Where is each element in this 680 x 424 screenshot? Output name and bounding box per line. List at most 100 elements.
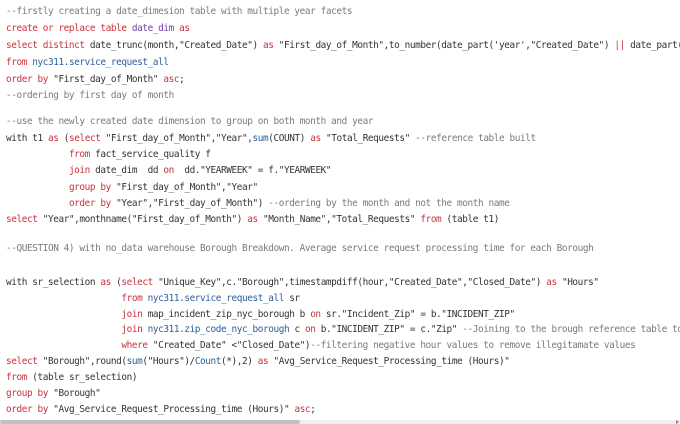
code-text: (table t1) [441,214,500,225]
code-text: dd."YEARWEEK" = f."YEARWEEK" [173,165,332,176]
sql-keyword: as [546,277,557,288]
code-text: "First_day_of_Month","Year", [100,133,253,144]
sql-keyword: as [47,133,59,144]
code-line: with t1 as (select "First_day_of_Month",… [6,133,536,145]
sql-keyword: join [121,324,143,335]
sql-keyword: asc [294,404,311,415]
code-text: ( [58,133,70,144]
code-text [6,149,69,160]
code-text: "Avg_Service_Request_Processing_time (Ho… [268,356,510,367]
sql-keyword: from [68,149,90,160]
code-line: group by "Borough" [6,388,101,400]
sql-keyword: on [310,309,321,320]
code-line: from nyc311.service_request_all sr [6,293,300,305]
code-line: select "Borough",round(sum("Hours")/Coun… [6,356,510,368]
code-line: select distinct date_trunc(month,"Create… [6,40,680,52]
sql-keyword: join [68,165,90,176]
code-text: (*),2) [221,356,258,367]
code-line: select "Year",monthname("First_day_of_Mo… [6,214,499,226]
code-line: with sr_selection as (select "Unique_Key… [6,277,599,289]
identifier: nyc311.service_request_all [32,57,169,68]
sql-keyword: as [173,23,190,34]
code-text: c [289,324,305,335]
sql-keyword: join [121,309,143,320]
code-text: "Year","First_day_of_Month") [110,198,269,209]
code-text: "Avg_Service_Request_Processing_time (Ho… [47,404,295,415]
sql-keyword: select [6,356,38,367]
code-text: "Unique_Key",c."Borough",timestampdiff(h… [152,277,547,288]
code-line: group by "First_day_of_Month","Year" [6,182,258,194]
scrollbar-thumb[interactable] [0,420,300,424]
code-line: create or replace table date_dim as [6,23,190,35]
sql-keyword: group by [6,388,48,399]
code-text [6,324,121,335]
scroll-right-arrow-icon[interactable] [676,420,679,424]
code-line: order by "Avg_Service_Request_Processing… [6,404,316,416]
code-text: "Total_Requests" [320,133,416,144]
identifier: nyc311.service_request_all [147,293,285,304]
code-comment: --QUESTION 4) with no_data warehouse Bor… [6,243,594,254]
code-comment-line: --firstly creating a date_dimesion table… [6,6,353,18]
code-text: map_incident_zip_nyc_borough b [142,309,311,320]
code-text [6,340,121,351]
code-text: date_trunc(month,"Created_Date") [89,40,263,51]
sql-keyword: select [121,277,153,288]
sql-keyword: order by [6,404,48,415]
identifier: Count [194,356,222,367]
sql-keyword: where [121,340,148,351]
code-text: ( [110,277,122,288]
code-text: (table sr_selection) [26,372,138,383]
code-text: b."INCIDENT_ZIP" = c."Zip" [315,324,463,335]
sql-keyword: as [247,214,258,225]
code-line: join date_dim dd on dd."YEARWEEK" = f."Y… [6,165,332,177]
sql-keyword: create or replace table [6,23,132,34]
code-comment: --ordering by the month and not the mont… [268,198,510,209]
sql-keyword: from [420,214,442,225]
code-comment: --reference table built [415,133,536,144]
code-text: "Borough",round( [37,356,127,367]
table-name: date_dim [131,23,174,34]
code-text: "First_day_of_Month",to_number(date_part… [273,40,615,51]
code-text [6,182,69,193]
code-text: fact_service_quality f [89,149,211,160]
code-line: join map_incident_zip_nyc_borough b on s… [6,309,515,321]
sql-keyword: || [614,40,625,51]
code-text: date_dim dd [89,165,164,176]
code-line: from (table sr_selection) [6,372,138,384]
code-text: sr [283,293,300,304]
identifier: sum [126,356,143,367]
code-line: join nyc311.zip_code_nyc_borough c on b.… [6,324,680,336]
code-text [6,198,69,209]
code-comment-line: --ordering by first day of month [6,90,174,102]
code-comment: --Joining to the brough reference table … [462,324,680,335]
sql-keyword: order by [68,198,111,209]
sql-keyword: as [257,356,269,367]
code-comment: --filtering negative hour values to remo… [310,340,636,351]
sql-keyword: asc [163,74,180,85]
code-text: (COUNT) [268,133,311,144]
sql-keyword: as [310,133,321,144]
sql-keyword: from [6,372,27,383]
sql-keyword: on [304,324,316,335]
code-text [6,165,69,176]
code-line: order by "First_day_of_Month" asc; [6,74,185,86]
code-text: "First_day_of_Month" [53,74,164,85]
code-line: where "Created_Date" <"Closed_Date")--fi… [6,340,635,352]
code-line: from fact_service_quality f [6,149,211,161]
code-text [6,293,121,304]
code-comment-line: --use the newly created date dimension t… [6,116,374,128]
horizontal-scrollbar[interactable] [0,420,680,424]
identifier: nyc311.zip_code_nyc_borough [147,324,290,335]
sql-keyword: as [262,40,274,51]
sql-keyword: order by [6,74,54,85]
sql-keyword: select [6,214,38,225]
sql-keyword: select distinct [6,40,90,51]
sql-keyword: as [100,277,111,288]
identifier: sum [252,133,269,144]
code-line: order by "Year","First_day_of_Month") --… [6,198,510,210]
code-text: ; [310,404,316,415]
code-text: "Year",monthname("First_day_of_Month") [37,214,248,225]
sql-keyword: select [68,133,101,144]
code-line: from nyc311.service_request_all [6,57,169,69]
